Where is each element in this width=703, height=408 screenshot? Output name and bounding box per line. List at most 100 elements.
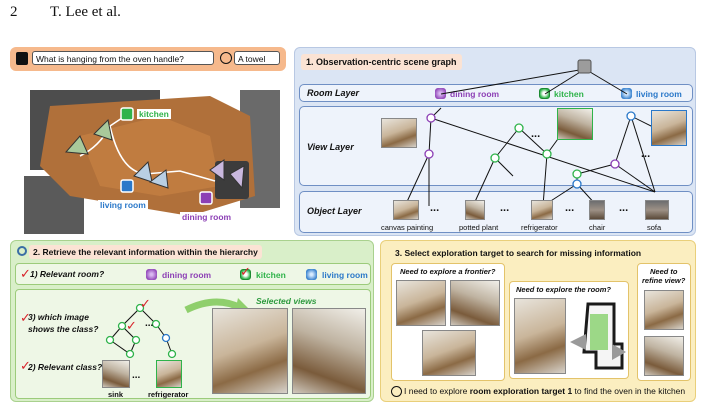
hierarchy-box: ✓ 3) which image shows the class? ✓ 2) R…	[15, 289, 371, 399]
object-label-canvas-painting: canvas painting	[381, 223, 434, 232]
object-image-canvas-painting	[393, 200, 419, 220]
check-icon: ✓	[126, 318, 137, 333]
class-label-refrigerator: refrigerator	[148, 390, 189, 399]
svg-text:...: ...	[145, 318, 154, 329]
room-explore-box: Need to explore the room?	[509, 281, 629, 379]
scene-graph-edges	[404, 59, 656, 207]
agent-view-marker	[64, 135, 89, 155]
object-ellipsis: ...	[500, 202, 510, 214]
room-label-dining: dining room	[450, 89, 500, 99]
check-icon: ✓	[20, 358, 31, 373]
room-explore-map	[570, 302, 626, 370]
agent-view-marker	[148, 169, 169, 189]
room-label-living: living room	[636, 89, 682, 99]
exploration-title: 3. Select exploration target to search f…	[395, 248, 642, 258]
q-relevant-room: 1) Relevant room?	[30, 269, 105, 279]
selected-views-label: Selected views	[256, 296, 317, 306]
footer-text-post: to find the oven in the kitchen	[572, 386, 686, 396]
room-label-dining: dining room	[162, 270, 212, 280]
frontier-image-1	[396, 280, 446, 326]
selected-view-2	[292, 308, 366, 394]
search-icon	[17, 246, 27, 256]
robot-icon	[391, 386, 402, 397]
check-icon: ✓	[240, 264, 251, 279]
topdown-map: kitchen living room dining room	[10, 76, 288, 234]
agent-view-marker	[133, 160, 153, 183]
topdown-map-svg	[24, 90, 280, 234]
object-layer-label: Object Layer	[307, 206, 362, 216]
page-number: 2	[10, 4, 18, 20]
map-floor	[80, 116, 220, 196]
class-image-refrigerator	[156, 360, 182, 388]
view-image-2	[557, 108, 593, 140]
room-label-living: living room	[322, 270, 368, 280]
object-image-potted-plant	[465, 200, 485, 220]
frontier-image-3	[422, 330, 476, 376]
selected-view-1	[212, 308, 288, 394]
retrieve-tree: ... ...	[105, 298, 252, 381]
scene-graph-title: 1. Observation-centric scene graph	[301, 54, 462, 70]
question-text-box: What is hanging from the oven handle?	[32, 51, 214, 65]
q-which-image-2: shows the class?	[28, 324, 99, 334]
kitchen-room-icon	[240, 269, 251, 280]
agent-view-marker	[229, 165, 245, 190]
view-ellipsis-2: ...	[641, 148, 651, 160]
frontier-label: Need to explore a frontier?	[400, 267, 496, 276]
answer-text: A towel	[238, 54, 266, 64]
retrieve-panel: 2. Retrieve the relevant information wit…	[10, 240, 374, 402]
dining-room-icon	[199, 191, 213, 205]
question-box: What is hanging from the oven handle? A …	[10, 47, 286, 71]
refine-view-box: Need to refine view?	[637, 263, 691, 381]
object-label-chair: chair	[589, 223, 606, 232]
object-ellipsis: ...	[430, 202, 440, 214]
svg-text:...: ...	[132, 370, 141, 381]
exploration-footer: I need to explore room exploration targe…	[404, 386, 685, 396]
agent-view-marker	[209, 159, 225, 181]
agent-view-marker	[93, 118, 113, 141]
living-room-icon	[306, 269, 317, 280]
refine-label-2: refine view?	[642, 276, 686, 285]
user-icon	[16, 52, 28, 65]
object-ellipsis: ...	[619, 202, 629, 214]
kitchen-room-icon	[539, 88, 550, 99]
page-header: 2 T. Lee et al.	[10, 4, 121, 21]
authors: T. Lee et al.	[50, 4, 121, 20]
view-layer-label: View Layer	[307, 142, 354, 152]
frontier-image-2	[450, 280, 500, 326]
refine-image-1	[644, 290, 684, 330]
view-image-1	[381, 118, 417, 148]
frontier-box: Need to explore a frontier?	[391, 263, 505, 381]
dining-room-icon	[435, 88, 446, 99]
check-icon: ✓	[20, 266, 31, 281]
robot-icon	[220, 52, 232, 64]
q-relevant-class: 2) Relevant class?	[28, 362, 103, 372]
retrieve-title: 2. Retrieve the relevant information wit…	[29, 245, 262, 259]
view-image-3	[651, 110, 687, 146]
footer-text-pre: I need to explore	[404, 386, 470, 396]
answer-text-box: A towel	[234, 51, 280, 65]
object-layer-row	[299, 191, 693, 233]
class-label-sink: sink	[108, 390, 124, 399]
object-label-refrigerator: refrigerator	[521, 223, 558, 232]
object-image-chair	[589, 200, 605, 220]
room-explore-image	[514, 298, 566, 374]
map-label-living-room: living room	[98, 200, 148, 210]
question-text: What is hanging from the oven handle?	[36, 54, 184, 64]
room-layer-label: Room Layer	[307, 88, 360, 98]
room-label-kitchen: kitchen	[554, 89, 584, 99]
dining-room-icon	[146, 269, 157, 280]
object-label-sofa: sofa	[647, 223, 662, 232]
refine-image-2	[644, 336, 684, 376]
refine-label-1: Need to	[650, 267, 678, 276]
object-image-sofa	[645, 200, 669, 220]
q-which-image-1: 3) which image	[28, 312, 89, 322]
check-icon: ✓	[140, 296, 151, 311]
living-room-icon	[120, 179, 134, 193]
class-image-sink	[102, 360, 130, 388]
kitchen-room-icon	[120, 107, 134, 121]
object-image-refrigerator	[531, 200, 553, 220]
check-icon: ✓	[20, 310, 31, 325]
object-label-potted-plant: potted plant	[459, 223, 499, 232]
view-ellipsis-1: ...	[531, 128, 541, 140]
map-label-kitchen: kitchen	[137, 109, 171, 119]
